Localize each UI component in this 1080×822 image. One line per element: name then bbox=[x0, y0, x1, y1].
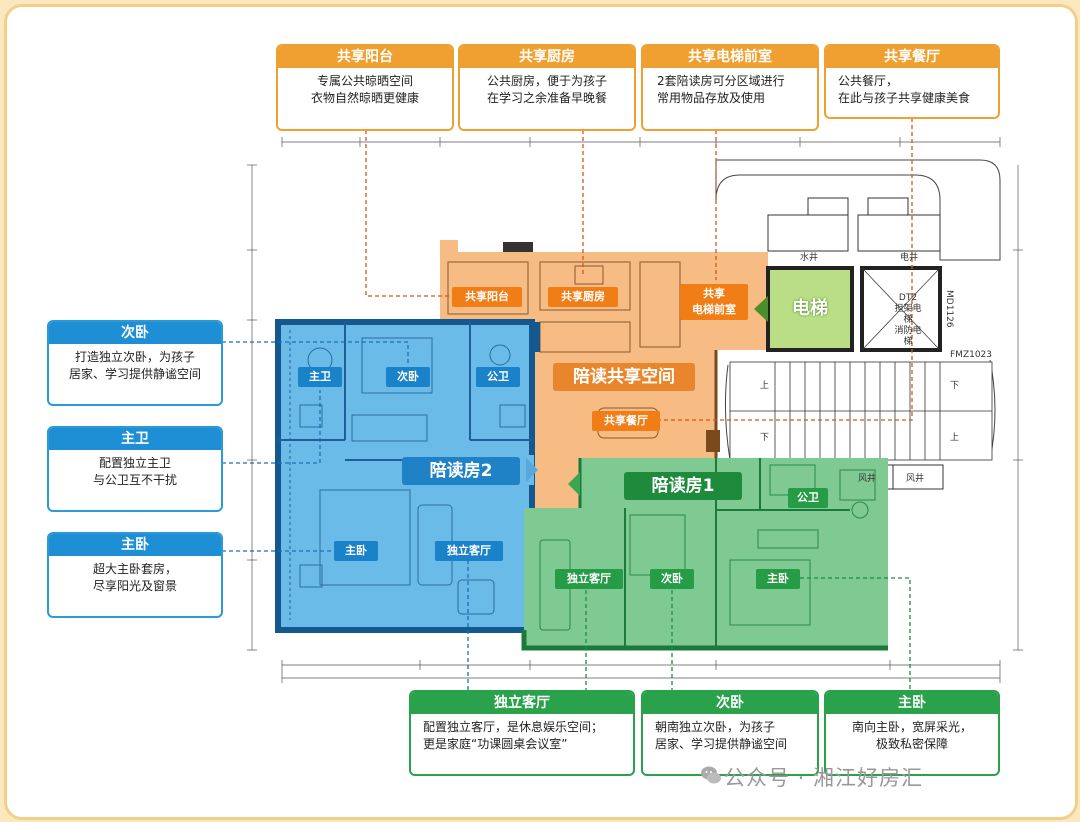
tag-unit1-second-bed: 次卧 bbox=[650, 569, 694, 589]
shared-space-title: 陪读共享空间 bbox=[553, 363, 695, 391]
tag-unit1-living: 独立客厅 bbox=[555, 569, 623, 589]
wechat-icon bbox=[701, 766, 721, 784]
unit2-title: 陪读房2 bbox=[402, 457, 520, 485]
stair-down-2: 下 bbox=[760, 433, 770, 443]
callout-left-second-bed: 次卧 打造独立次卧，为孩子居家、学习提供静谧空间 bbox=[47, 320, 223, 406]
leader-lines-green bbox=[585, 577, 911, 690]
elevator-title: 电梯 bbox=[792, 298, 828, 319]
tag-unit1-public-bath: 公卫 bbox=[788, 488, 828, 508]
unit1-title: 陪读房1 bbox=[624, 472, 742, 500]
elevator-arrow-icon bbox=[754, 296, 768, 322]
fmz-label: FMZ1023 bbox=[950, 350, 993, 360]
tag-shared-lobby: 共享 电梯前室 bbox=[680, 284, 748, 320]
dimension-lines-left bbox=[247, 164, 1023, 651]
power-well-label: 电井 bbox=[900, 253, 919, 263]
tag-unit2-public-bath: 公卫 bbox=[476, 367, 520, 387]
callout-left-master-bed: 主卧 超大主卧套房，尽享阳光及窗景 bbox=[47, 532, 223, 618]
callout-left-master-bath: 主卫 配置独立主卫与公卫互不干扰 bbox=[47, 426, 223, 512]
leader-lines-blue bbox=[222, 341, 469, 690]
callout-shared-lobby: 共享电梯前室 2套陪读房可分区域进行常用物品存放及使用 bbox=[641, 44, 819, 131]
stair-up-2: 上 bbox=[950, 433, 960, 443]
tag-unit2-master-bath: 主卫 bbox=[298, 367, 342, 387]
unit2-furniture bbox=[299, 337, 526, 615]
dt2-label: DT2 担架电梯 消防电梯 bbox=[894, 293, 922, 347]
unit1-door-arrow-icon bbox=[568, 472, 580, 496]
tag-shared-kitchen: 共享厨房 bbox=[548, 287, 618, 307]
stair-up-1: 上 bbox=[760, 381, 770, 391]
dimension-lines-bottom bbox=[281, 660, 1001, 683]
vent bbox=[503, 242, 533, 252]
tag-unit2-second-bed: 次卧 bbox=[386, 367, 430, 387]
tag-unit2-living: 独立客厅 bbox=[435, 541, 503, 561]
tag-shared-balcony: 共享阳台 bbox=[452, 287, 522, 307]
core-outline bbox=[715, 159, 1001, 261]
callout-shared-balcony: 共享阳台 专属公共晾晒空间衣物自然晾晒更健康 bbox=[276, 44, 454, 131]
watermark-text: 公众号 · 湘江好房汇 bbox=[724, 766, 924, 790]
callout-bottom-second-bed: 次卧 朝南独立次卧，为孩子居家、学习提供静谧空间 bbox=[641, 690, 819, 776]
unit2-door-arrow-icon bbox=[526, 458, 538, 482]
water-well-label: 水井 bbox=[800, 253, 819, 263]
unit1-furniture bbox=[539, 464, 876, 631]
tag-shared-dining: 共享餐厅 bbox=[592, 411, 660, 431]
dimension-lines-top bbox=[281, 137, 1001, 147]
callout-bottom-master-bed: 主卧 南向主卧，宽屏采光，极致私密保障 bbox=[824, 690, 1000, 776]
stairs bbox=[729, 361, 993, 461]
shafts bbox=[767, 197, 941, 252]
tag-unit2-master-bed: 主卧 bbox=[334, 541, 378, 561]
callout-shared-dining: 共享餐厅 公共餐厅，在此与孩子共享健康美食 bbox=[824, 44, 1000, 119]
unit2-walls bbox=[278, 322, 532, 620]
callout-shared-kitchen: 共享厨房 公共厨房，便于为孩子在学习之余准备早晚餐 bbox=[458, 44, 636, 131]
wind-shaft-1: 风井 bbox=[858, 474, 877, 484]
callout-bottom-living: 独立客厅 配置独立客厅，是休息娱乐空间；更是家庭“功课圆桌会议室” bbox=[409, 690, 635, 776]
stair-down-1: 下 bbox=[950, 381, 960, 391]
leader-lines-orange bbox=[365, 118, 913, 421]
md-label: MD1126 bbox=[944, 290, 954, 328]
wind-shaft-2: 风井 bbox=[906, 474, 925, 484]
tag-unit1-master-bed: 主卧 bbox=[756, 569, 800, 589]
